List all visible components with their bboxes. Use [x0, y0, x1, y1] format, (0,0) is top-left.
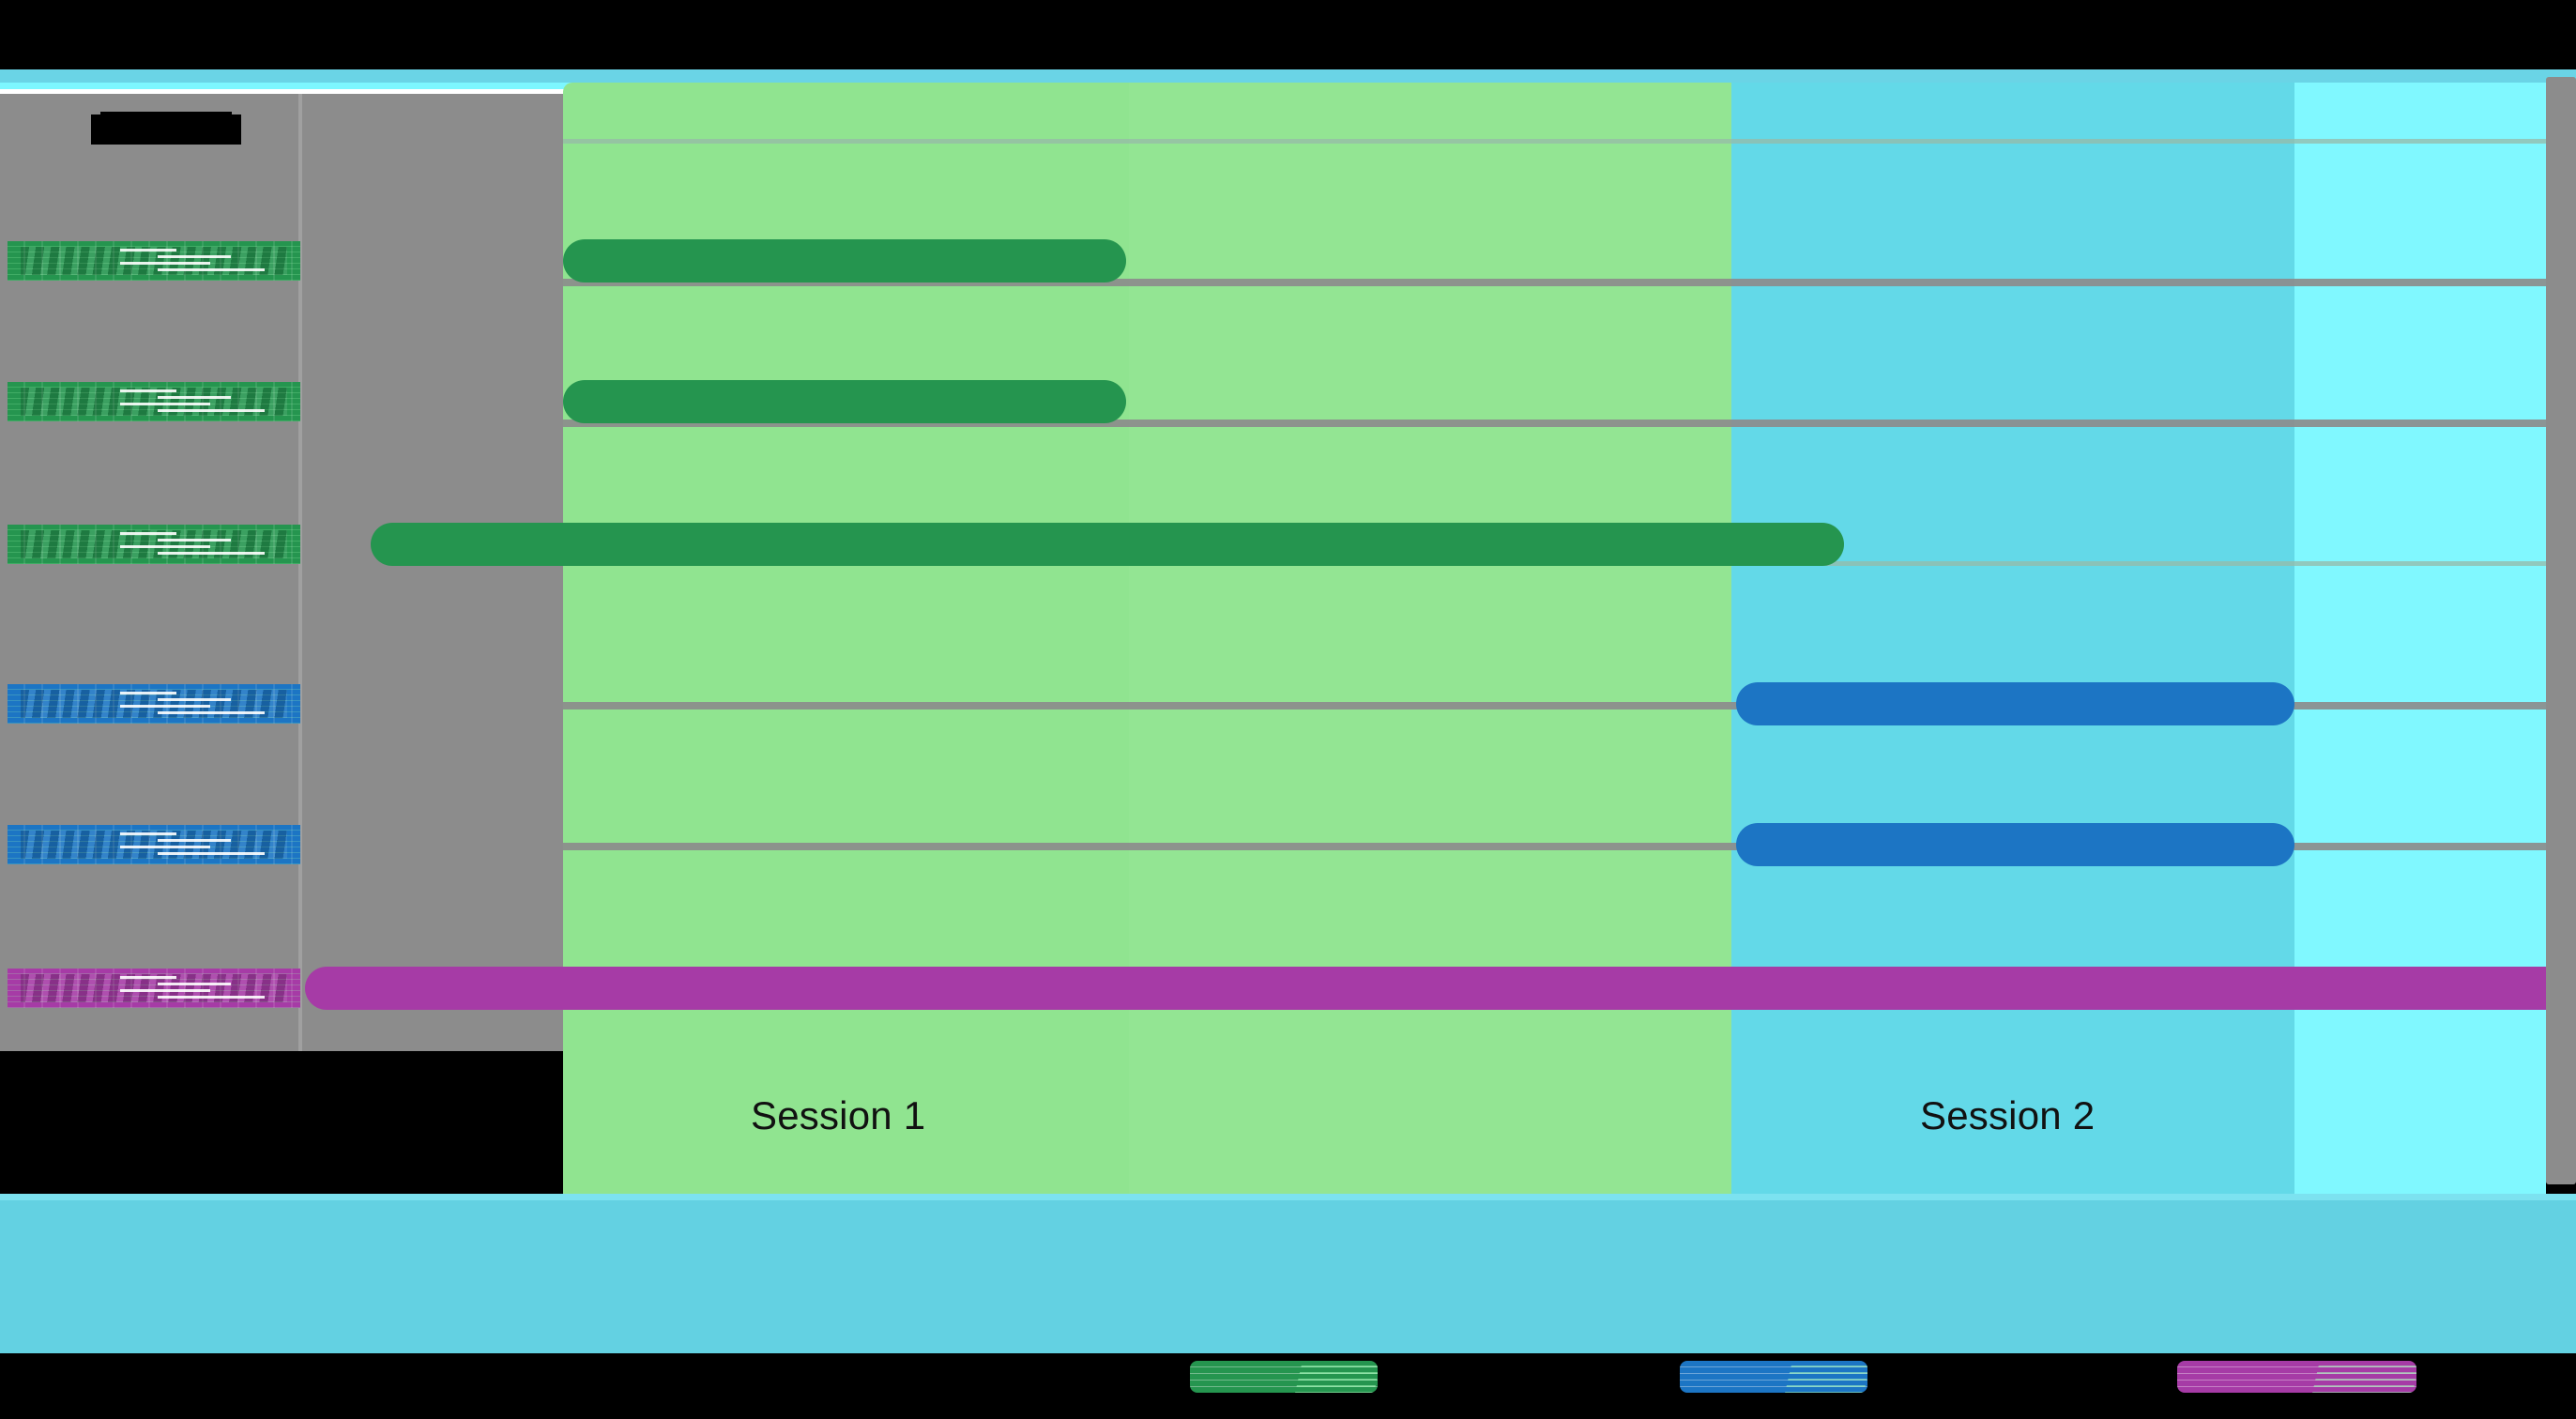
- row-label-gutter: [0, 94, 563, 1051]
- legend-redaction-hatch: [2311, 1361, 2416, 1393]
- gridline: [563, 139, 2546, 144]
- redaction-highlight: [120, 403, 210, 405]
- header-label-redaction: [91, 114, 241, 145]
- redaction-highlight: [120, 989, 210, 992]
- redaction-highlight: [158, 996, 265, 999]
- redaction-highlight: [120, 545, 210, 548]
- redaction-highlight: [158, 268, 265, 271]
- redaction-texture: [8, 241, 300, 281]
- redaction-highlight: [158, 983, 231, 985]
- redaction-highlight: [158, 409, 265, 412]
- redaction-highlight: [158, 255, 231, 258]
- redaction-highlight: [158, 852, 265, 855]
- redaction-highlight: [158, 552, 265, 555]
- redaction-highlight: [120, 249, 176, 252]
- redaction-highlight: [120, 832, 176, 835]
- redaction-highlight: [120, 389, 176, 392]
- legend-swatch-2[interactable]: [2177, 1361, 2416, 1393]
- vertical-scrollbar[interactable]: [2546, 77, 2576, 1184]
- gridline: [563, 702, 2546, 710]
- redaction-texture: [8, 969, 300, 1008]
- bottom-band-edge: [0, 1194, 2576, 1200]
- redaction-highlight: [158, 839, 231, 842]
- gridline: [563, 420, 2546, 427]
- session-band-3: [2294, 83, 2546, 1199]
- row-label-1[interactable]: [8, 382, 300, 421]
- session-band-1b: [1129, 83, 1731, 1199]
- legend-swatch-0[interactable]: [1190, 1361, 1378, 1393]
- legend-swatch-1[interactable]: [1680, 1361, 1867, 1393]
- bottom-toolbar-band: [0, 1200, 2576, 1353]
- redaction-highlight: [158, 698, 231, 701]
- redaction-highlight: [158, 396, 231, 399]
- row-label-0[interactable]: [8, 241, 300, 281]
- gantt-bar-1[interactable]: [563, 380, 1126, 423]
- row-label-5[interactable]: [8, 969, 300, 1008]
- gantt-bar-0[interactable]: [563, 239, 1126, 282]
- legend-redaction-hatch: [1785, 1361, 1867, 1393]
- redaction-texture: [8, 525, 300, 564]
- legend-redaction-hatch: [1295, 1361, 1378, 1393]
- gantt-bar-2[interactable]: [371, 523, 1844, 566]
- gridline: [563, 279, 2546, 286]
- redaction-highlight: [120, 976, 176, 979]
- session-caption-2: Session 2: [1920, 1093, 2096, 1137]
- row-label-2[interactable]: [8, 525, 300, 564]
- gutter-column-divider: [298, 94, 302, 1051]
- session-caption-1: Session 1: [751, 1093, 926, 1137]
- redaction-highlight: [158, 539, 231, 542]
- gantt-bar-5[interactable]: [305, 967, 2576, 1010]
- redaction-texture: [8, 382, 300, 421]
- redaction-texture: [8, 684, 300, 724]
- redaction-highlight: [120, 532, 176, 535]
- row-label-4[interactable]: [8, 825, 300, 864]
- session-band-2: [1731, 83, 2294, 1199]
- window-titlebar-strip: [0, 69, 2576, 83]
- redaction-highlight: [120, 705, 210, 708]
- row-label-3[interactable]: [8, 684, 300, 724]
- redaction-highlight: [158, 711, 265, 714]
- gridline: [563, 843, 2546, 850]
- gantt-bar-4[interactable]: [1736, 823, 2294, 866]
- redaction-highlight: [120, 262, 210, 265]
- gantt-bar-3[interactable]: [1736, 682, 2294, 725]
- redaction-highlight: [120, 692, 176, 694]
- redaction-texture: [8, 825, 300, 864]
- redaction-highlight: [120, 846, 210, 848]
